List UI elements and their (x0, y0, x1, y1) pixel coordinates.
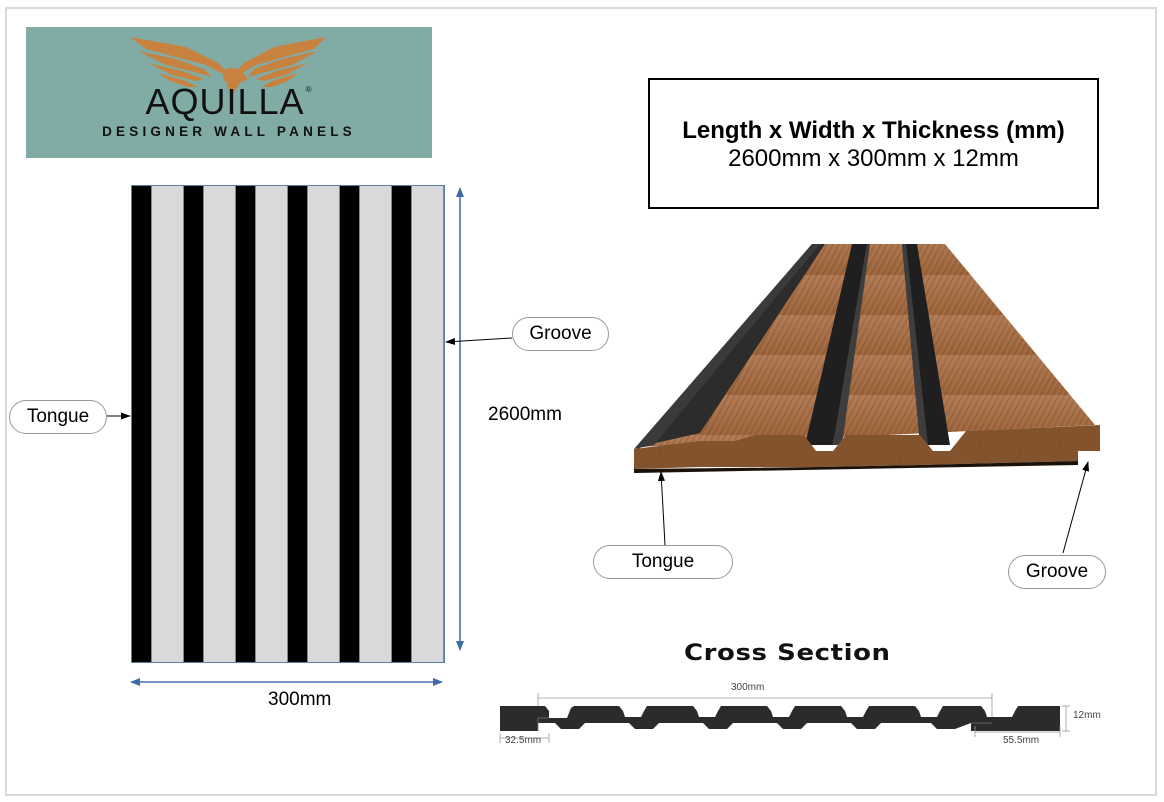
panel-slat-light (204, 186, 236, 662)
panel-slat-dark (288, 186, 308, 662)
cross-section-width-label: 300mm (731, 682, 765, 693)
panel-slat-light (412, 186, 444, 662)
cross-section-diagram (499, 693, 1070, 743)
width-dimension-label: 300mm (268, 689, 332, 710)
groove-callout-front: Groove (512, 317, 609, 351)
panel-front-view (131, 185, 445, 663)
brand-logo: AQUILLA® DESIGNER WALL PANELS (26, 27, 432, 158)
brand-name: AQUILLA® (145, 81, 313, 122)
panel-product-photo (634, 244, 1100, 473)
spec-title: Length x Width x Thickness (mm) (682, 117, 1065, 144)
panel-slat-dark (392, 186, 412, 662)
panel-slat-light (308, 186, 340, 662)
tongue-callout-photo: Tongue (593, 545, 733, 579)
panel-slat-dark (184, 186, 204, 662)
panel-slat-light (360, 186, 392, 662)
tongue-width-label: 32.5mm (505, 735, 542, 746)
panel-slat-dark (236, 186, 256, 662)
page-frame (5, 7, 1157, 796)
tongue-callout-front: Tongue (9, 400, 107, 434)
groove-width-label: 55.5mm (1003, 735, 1040, 746)
brand-tagline: DESIGNER WALL PANELS (102, 124, 356, 139)
panel-slat-light (152, 186, 184, 662)
cross-section-title: Cross Section (684, 641, 891, 666)
eagle-icon (130, 37, 326, 93)
spec-value: 2600mm x 300mm x 12mm (728, 145, 1019, 172)
cross-section-thickness-label: 12mm (1073, 710, 1101, 721)
panel-slat-dark (340, 186, 360, 662)
groove-callout-photo: Groove (1008, 555, 1106, 589)
dimensions-spec-box: Length x Width x Thickness (mm) 2600mm x… (648, 78, 1099, 209)
height-dimension-label: 2600mm (488, 404, 562, 425)
panel-slat-dark (132, 186, 152, 662)
panel-slat-light (256, 186, 288, 662)
